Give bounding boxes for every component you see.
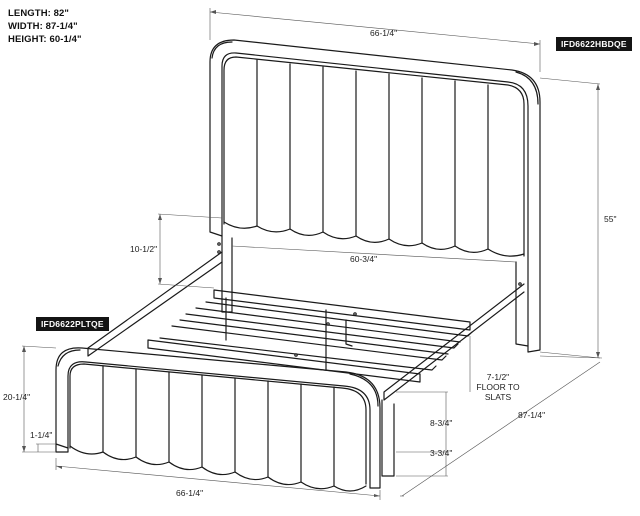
rail-height-label: 10-1/2" bbox=[130, 244, 158, 254]
floor-to-slats-line2: SLATS bbox=[484, 392, 512, 402]
length-label: LENGTH: 82" bbox=[8, 8, 70, 19]
dimension-lines bbox=[21, 8, 603, 500]
width-label: WIDTH: 87-1/4" bbox=[8, 21, 78, 32]
headboard-width-label: 66-1/4" bbox=[370, 28, 398, 38]
height-label: HEIGHT: 60-1/4" bbox=[8, 34, 82, 45]
headboard bbox=[209, 39, 541, 353]
length-dimension-label: 87-1/4" bbox=[518, 410, 546, 420]
headboard-height-label: 55" bbox=[604, 214, 617, 224]
footboard-height-label: 20-1/4" bbox=[3, 392, 31, 402]
leg-clearance-label: 3-3/4" bbox=[430, 448, 453, 458]
foot-clearance-label: 1-1/4" bbox=[30, 430, 53, 440]
footboard bbox=[55, 347, 381, 492]
side-rail-height-label: 8-3/4" bbox=[430, 418, 453, 428]
footboard-width-label: 66-1/4" bbox=[176, 488, 204, 498]
headboard-part-tag: IFD6622HBDQE bbox=[556, 37, 632, 51]
footboard-part-tag: IFD6622PLTQE bbox=[36, 317, 109, 331]
overall-dimensions: LENGTH: 82" WIDTH: 87-1/4" HEIGHT: 60-1/… bbox=[8, 7, 82, 46]
inner-width-label: 60-3/4" bbox=[350, 254, 378, 264]
floor-to-slats-line1: FLOOR TO bbox=[476, 382, 520, 392]
floor-to-slats-value: 7-1/2" bbox=[486, 372, 510, 382]
floor-to-slats-label: 7-1/2" FLOOR TO SLATS bbox=[470, 372, 526, 402]
bed-frame bbox=[87, 242, 525, 477]
